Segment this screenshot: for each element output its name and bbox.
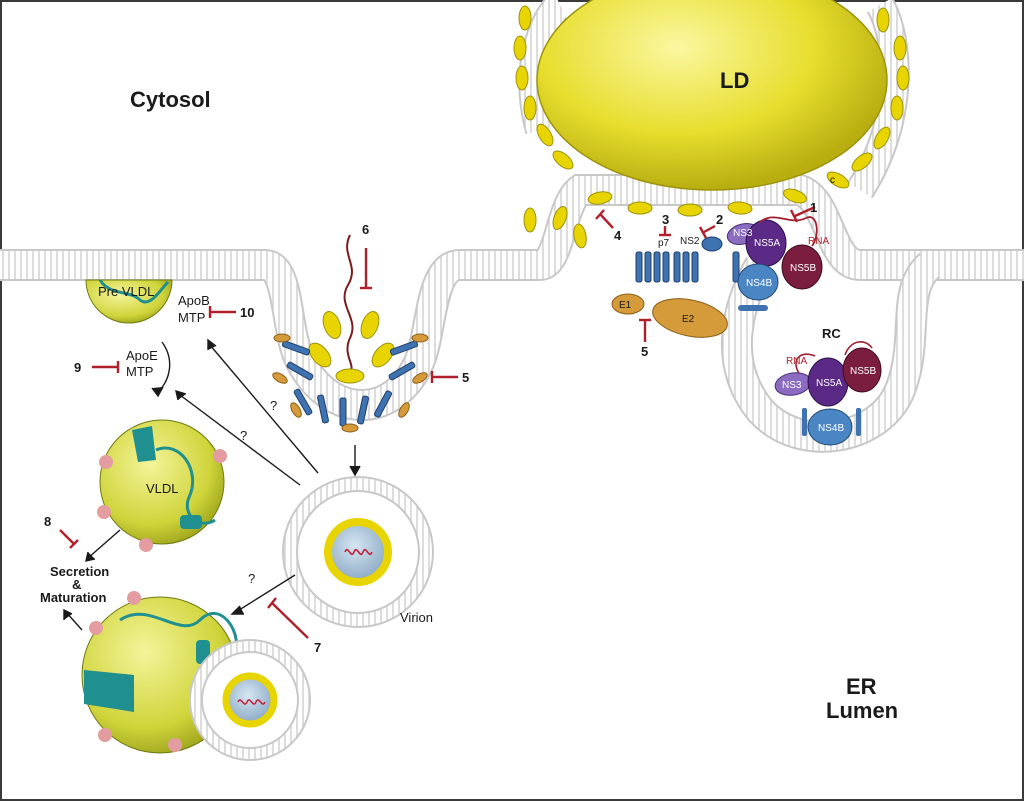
apob-label: ApoB — [178, 293, 210, 308]
step-1-label: 1 — [810, 200, 817, 215]
amp-label: & — [72, 577, 81, 592]
replicase-near-ld — [726, 216, 823, 311]
step-7-label: 7 — [314, 640, 321, 655]
rc-ns4b-label: NS4B — [818, 423, 844, 434]
step-3-label: 3 — [662, 212, 669, 227]
step-5-label-a: 5 — [641, 344, 648, 359]
step-10-label: 10 — [240, 305, 254, 320]
step-2-label: 2 — [716, 212, 723, 227]
budding-virion — [272, 234, 429, 433]
inhibition-markers — [59, 205, 816, 639]
replication-complex — [774, 341, 882, 446]
step-5-label-b: 5 — [462, 370, 469, 385]
e2-protein — [652, 298, 728, 338]
er-label: ER — [846, 674, 877, 699]
flow-arrows — [63, 338, 361, 631]
ld-label: LD — [720, 68, 749, 93]
core-protein-coat — [513, 5, 910, 249]
unknown-mark-1: ? — [270, 398, 277, 413]
lipid-droplet — [536, 0, 888, 191]
e2-label: E2 — [682, 314, 695, 325]
core-label: c — [830, 175, 835, 186]
rc-ns3-label: NS3 — [782, 380, 802, 391]
mtp-label-1: MTP — [178, 310, 205, 325]
rc-ns5b-label: NS5B — [850, 366, 876, 377]
ns2-label: NS2 — [680, 236, 700, 247]
envelope-transmembrane-cluster — [635, 236, 740, 283]
rc-rna-label: RNA — [786, 356, 807, 367]
mtp-label-2: MTP — [126, 364, 153, 379]
lipoviroparticle — [81, 591, 311, 761]
free-virion — [282, 476, 434, 628]
apoe-label: ApoE — [126, 348, 158, 363]
p7-label: p7 — [658, 238, 670, 249]
vldl-particle — [97, 419, 227, 552]
e1-protein — [611, 293, 645, 315]
pre-vldl-label: Pre VLDL — [98, 284, 154, 299]
ns4b-label: NS4B — [746, 278, 772, 289]
e1-label: E1 — [619, 300, 632, 311]
secretion-label: Secretion — [50, 564, 109, 579]
maturation-label: Maturation — [40, 590, 107, 605]
step-8-label: 8 — [44, 514, 51, 529]
unknown-mark-3: ? — [248, 571, 255, 586]
cytosol-label: Cytosol — [130, 87, 211, 112]
rna-label: RNA — [808, 236, 829, 247]
step-6-label: 6 — [362, 222, 369, 237]
ns5a-label: NS5A — [754, 238, 780, 249]
rc-label: RC — [822, 326, 841, 341]
rc-ns5a-label: NS5A — [816, 378, 842, 389]
ns3-label: NS3 — [733, 228, 753, 239]
ns5b-label: NS5B — [790, 263, 816, 274]
step-4-label: 4 — [614, 228, 622, 243]
lumen-label: Lumen — [826, 698, 898, 723]
virion-label: Virion — [400, 610, 433, 625]
pre-vldl-particle — [85, 279, 173, 324]
vldl-label: VLDL — [146, 481, 179, 496]
unknown-mark-2: ? — [240, 428, 247, 443]
step-9-label: 9 — [74, 360, 81, 375]
